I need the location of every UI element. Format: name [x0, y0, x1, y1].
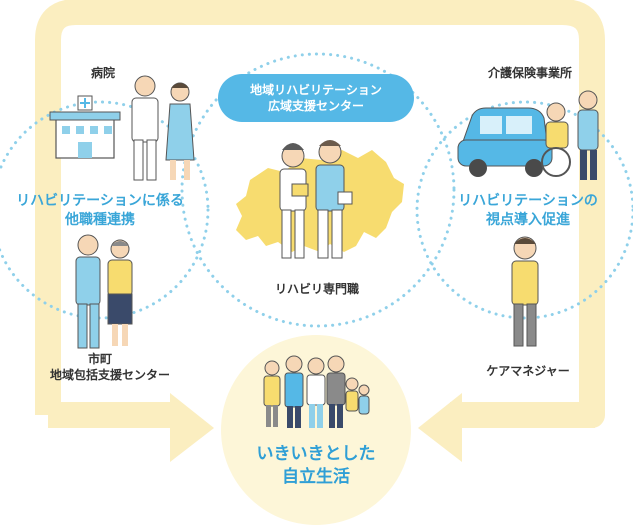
- right-arrow-head: [418, 393, 462, 462]
- goal-line1: いきいきとした: [256, 444, 376, 464]
- right-arrow-shaft: [460, 402, 595, 428]
- left-bottom-label-line1: 市町: [87, 352, 112, 366]
- right-message-line1: リハビリテーションの: [458, 193, 598, 209]
- rehab-professional-figures: [279, 140, 353, 259]
- center-dotted-circle: [180, 52, 456, 328]
- goal-line2: 自立生活: [282, 467, 350, 487]
- care-manager-figure: [511, 236, 539, 347]
- loop-arrow-frame: [35, 0, 605, 428]
- center-title-pill: 地域リハビリテーション 広域支援センター: [218, 74, 414, 122]
- right-message-line2: 視点導入促進: [486, 212, 570, 228]
- left-bottom-label-line2: 地域包括支援センター: [49, 368, 170, 382]
- left-top-label: 病院: [90, 66, 115, 80]
- left-dotted-circle: [0, 100, 210, 320]
- right-bottom-label: ケアマネジャー: [486, 364, 570, 378]
- right-dotted-circle: [415, 100, 633, 320]
- hospital-icon: [49, 95, 121, 159]
- family-figures: [263, 355, 370, 428]
- left-arrow-shaft: [48, 402, 173, 428]
- city-official-figures: [75, 234, 133, 349]
- right-top-label: 介護保険事業所: [487, 66, 572, 80]
- center-label: リハビリ専門職: [274, 282, 359, 296]
- care-car-and-wheelchair-figures: [457, 90, 599, 180]
- center-title-line1: 地域リハビリテーション: [250, 83, 382, 97]
- doctor-and-nurse-figures: [131, 75, 195, 181]
- left-message-line2: 他職種連携: [65, 212, 135, 228]
- left-arrow-head: [170, 393, 214, 462]
- left-message-line1: リハビリテーションに係る: [16, 193, 184, 209]
- center-title-line2: 広域支援センター: [267, 99, 364, 113]
